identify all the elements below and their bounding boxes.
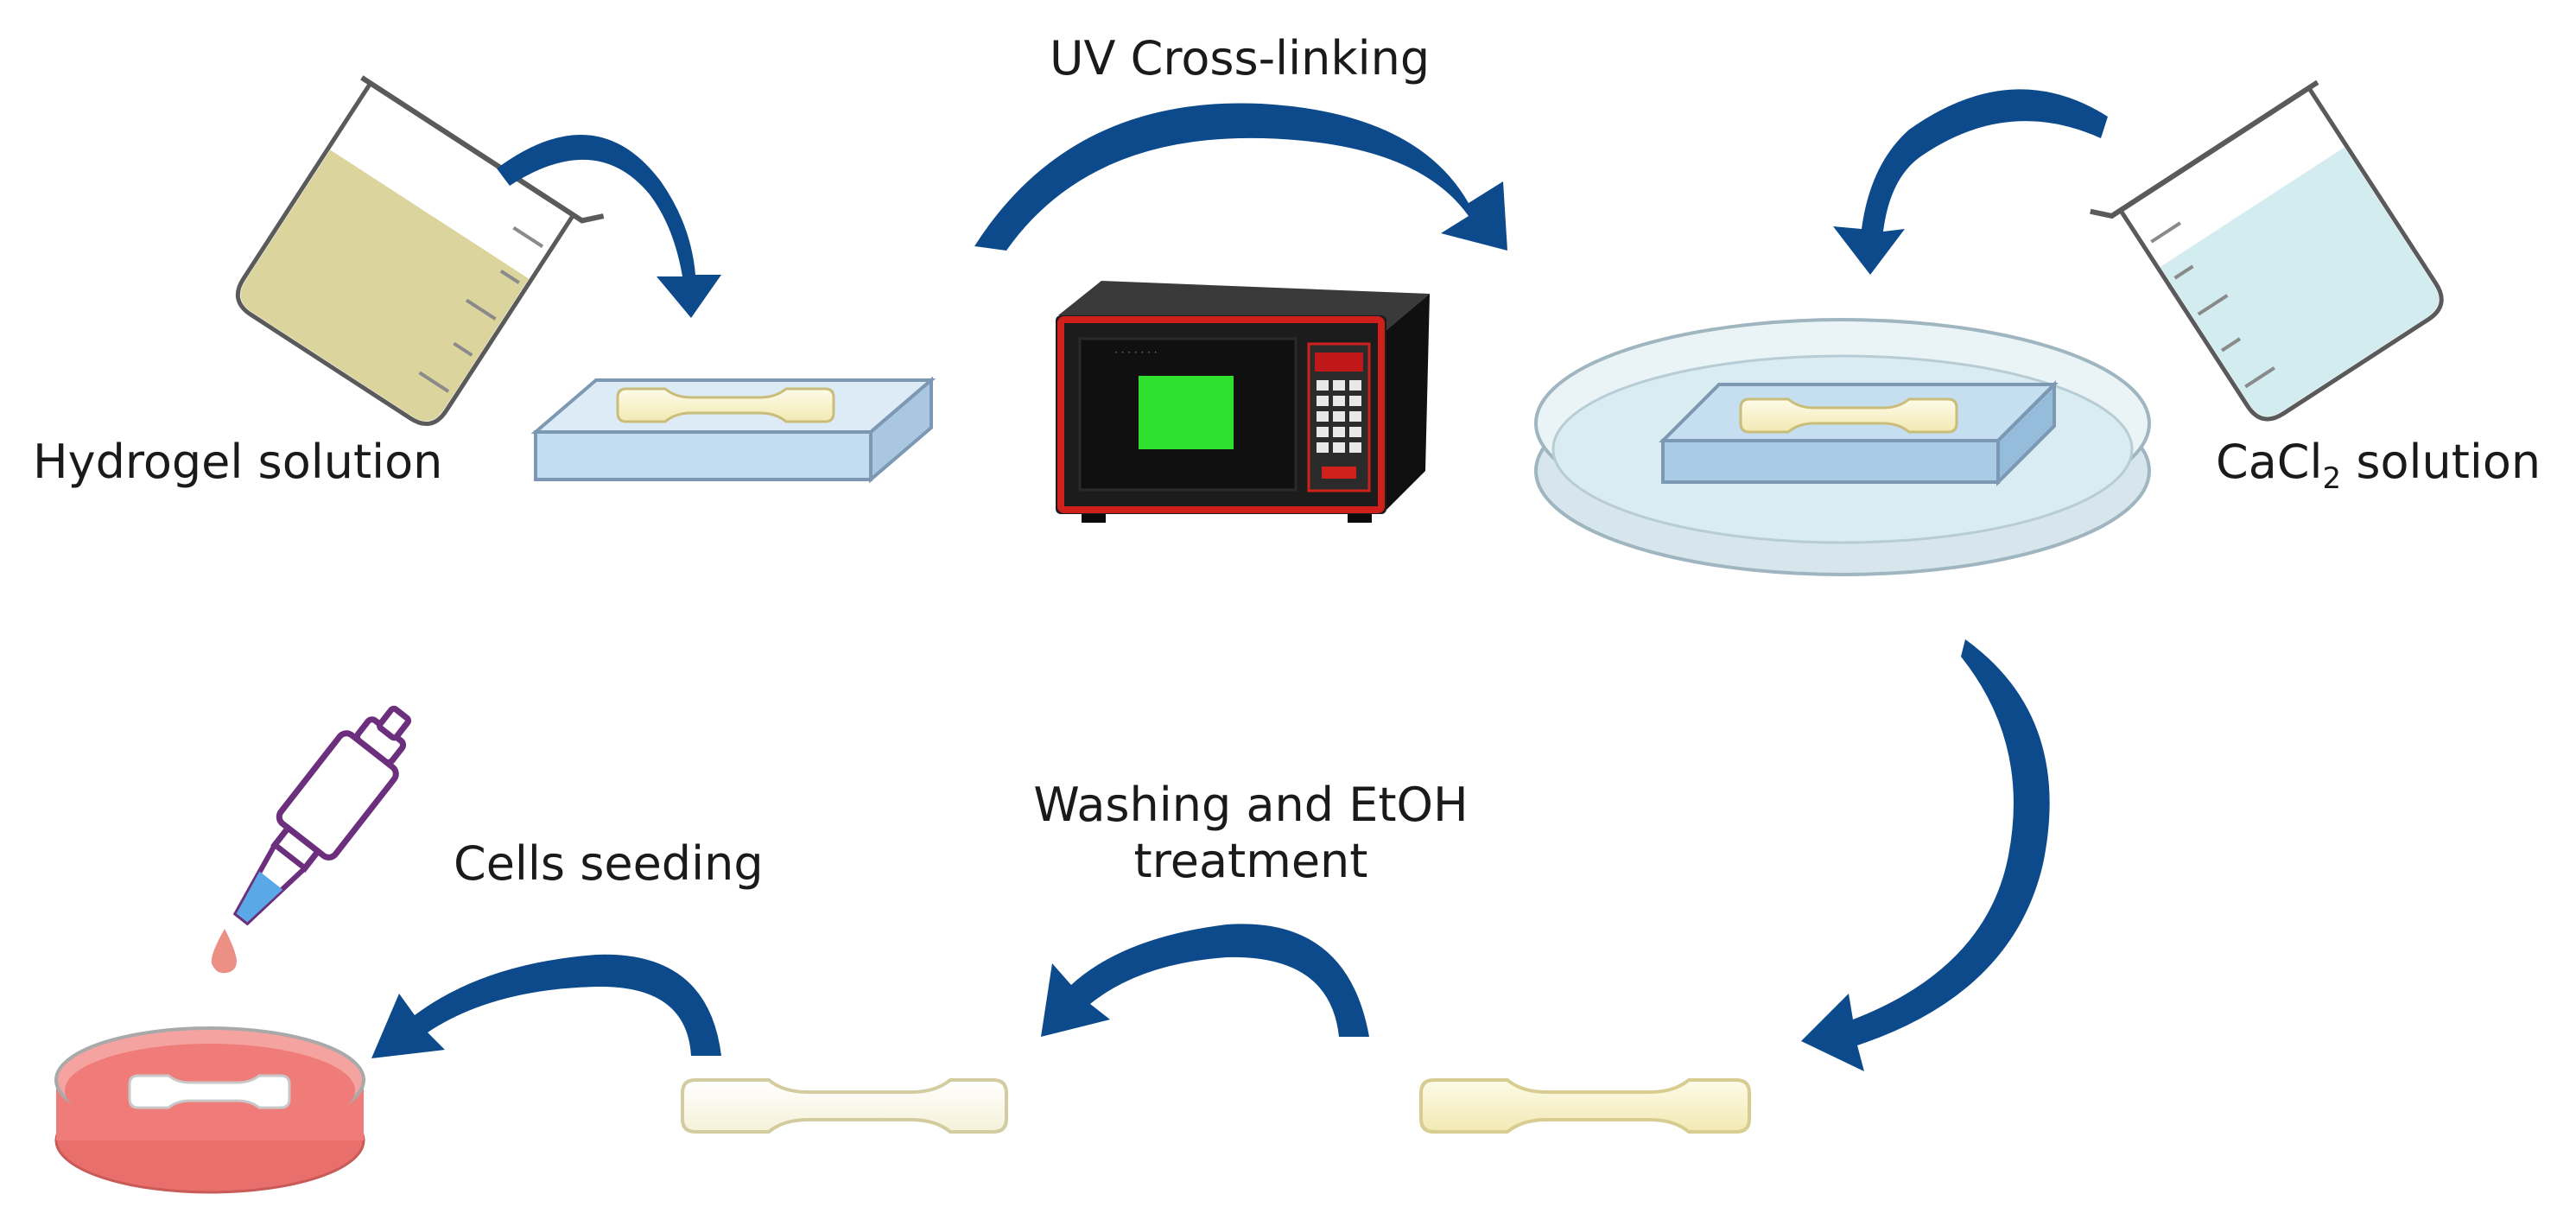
curved-arrow-icon (1833, 89, 2108, 275)
mold-with-scaffold (530, 376, 936, 484)
dog-bone-scaffold-icon (1419, 1078, 1751, 1134)
label-cells-seeding: Cells seeding (454, 836, 764, 891)
curved-arrow-icon (974, 103, 1507, 251)
cacl2-beaker-icon (2090, 79, 2444, 422)
curved-arrow-icon (371, 954, 721, 1058)
label-hydrogel-solution: Hydrogel solution (33, 435, 443, 489)
dog-bone-scaffold-icon (1739, 397, 1958, 434)
svg-text:· · · · · · ·: · · · · · · · (1114, 346, 1158, 359)
dog-bone-scaffold-icon (128, 1074, 291, 1109)
uv-crosslinker-icon: · · · · · · · (1056, 281, 1430, 523)
label-uv-cross-linking: UV Cross-linking (1050, 31, 1431, 86)
curved-arrow-icon (497, 134, 721, 318)
label-washing-treatment: Washing and EtOH treatment (1033, 778, 1469, 888)
label-cacl2-solution: CaCl2 solution (2216, 435, 2541, 496)
curved-arrow-icon (1041, 924, 1369, 1037)
culture-dish-icon (54, 1026, 365, 1194)
dog-bone-scaffold-icon (681, 1078, 1008, 1134)
hydrogel-beaker-icon (235, 75, 605, 427)
droplet-icon (211, 929, 237, 974)
curved-arrow-icon (1801, 639, 2050, 1071)
dog-bone-scaffold-icon (616, 387, 835, 423)
petri-dish-icon (1534, 318, 2151, 576)
pipette-icon (232, 705, 412, 926)
